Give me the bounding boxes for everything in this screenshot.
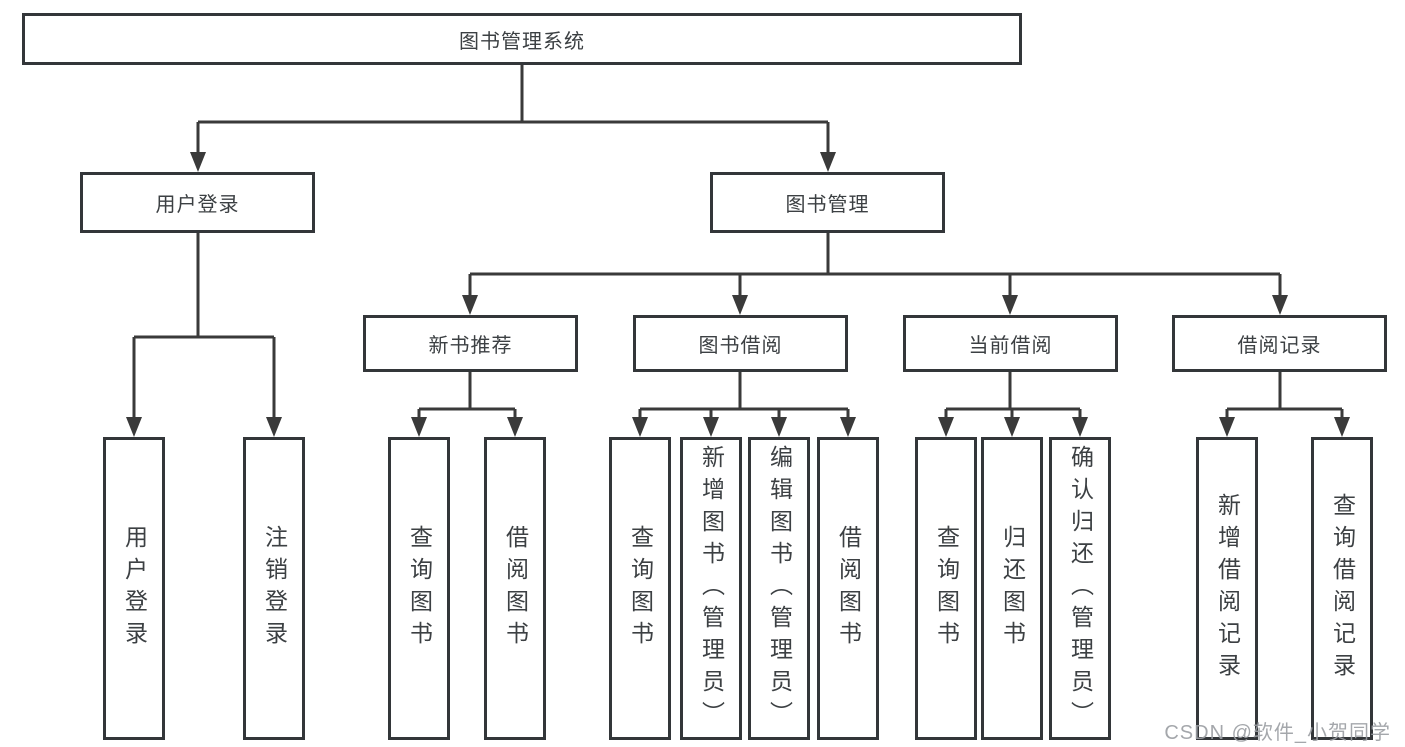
node-current-borrowing-label: 当前借阅 — [968, 335, 1053, 357]
node-book-management-label: 图书管理 — [785, 194, 870, 216]
node-library-system-label: 图书管理系统 — [459, 30, 585, 53]
node-new-book-recommendation-label: 新书推荐 — [428, 335, 513, 357]
leaf-user-login-label: 用户登录 — [121, 524, 148, 653]
leaf-query-books-recommend: 查询图书 — [388, 437, 450, 740]
leaf-edit-books-admin: 编辑图书（管理员） — [748, 437, 810, 740]
watermark: CSDN @软件_小贺同学 — [1164, 722, 1391, 744]
node-current-borrowing: 当前借阅 — [903, 315, 1118, 372]
node-borrowing-records-label: 借阅记录 — [1237, 335, 1322, 357]
node-user-login: 用户登录 — [80, 172, 315, 233]
node-borrowing-records: 借阅记录 — [1172, 315, 1387, 372]
leaf-add-books-admin-label: 新增图书（管理员） — [698, 444, 725, 733]
leaf-confirm-return-admin-label: 确认归还（管理员） — [1067, 444, 1094, 733]
leaf-add-borrow-record: 新增借阅记录 — [1196, 437, 1258, 740]
node-book-borrowing-label: 图书借阅 — [698, 335, 783, 357]
leaf-add-books-admin: 新增图书（管理员） — [680, 437, 742, 740]
leaf-query-borrow-record-label: 查询借阅记录 — [1329, 492, 1356, 685]
leaf-add-borrow-record-label: 新增借阅记录 — [1214, 492, 1241, 685]
leaf-borrow-books-recommend: 借阅图书 — [484, 437, 546, 740]
leaf-borrow-books-borrowing-label: 借阅图书 — [835, 524, 862, 653]
leaf-borrow-books-borrowing: 借阅图书 — [817, 437, 879, 740]
node-new-book-recommendation: 新书推荐 — [363, 315, 578, 372]
leaf-query-books-borrowing-label: 查询图书 — [627, 524, 654, 653]
node-book-borrowing: 图书借阅 — [633, 315, 848, 372]
leaf-edit-books-admin-label: 编辑图书（管理员） — [766, 444, 793, 733]
leaf-logout-label: 注销登录 — [261, 524, 288, 653]
leaf-user-login: 用户登录 — [103, 437, 165, 740]
leaf-logout: 注销登录 — [243, 437, 305, 740]
leaf-confirm-return-admin: 确认归还（管理员） — [1049, 437, 1111, 740]
leaf-query-books-current-label: 查询图书 — [933, 524, 960, 653]
node-library-system: 图书管理系统 — [22, 13, 1022, 65]
leaf-return-books: 归还图书 — [981, 437, 1043, 740]
leaf-return-books-label: 归还图书 — [999, 524, 1026, 653]
leaf-query-books-current: 查询图书 — [915, 437, 977, 740]
leaf-query-borrow-record: 查询借阅记录 — [1311, 437, 1373, 740]
leaf-query-books-recommend-label: 查询图书 — [406, 524, 433, 653]
leaf-query-books-borrowing: 查询图书 — [609, 437, 671, 740]
leaf-borrow-books-recommend-label: 借阅图书 — [502, 524, 529, 653]
node-book-management: 图书管理 — [710, 172, 945, 233]
arrowheads — [126, 152, 1350, 437]
node-user-login-label: 用户登录 — [155, 194, 240, 216]
